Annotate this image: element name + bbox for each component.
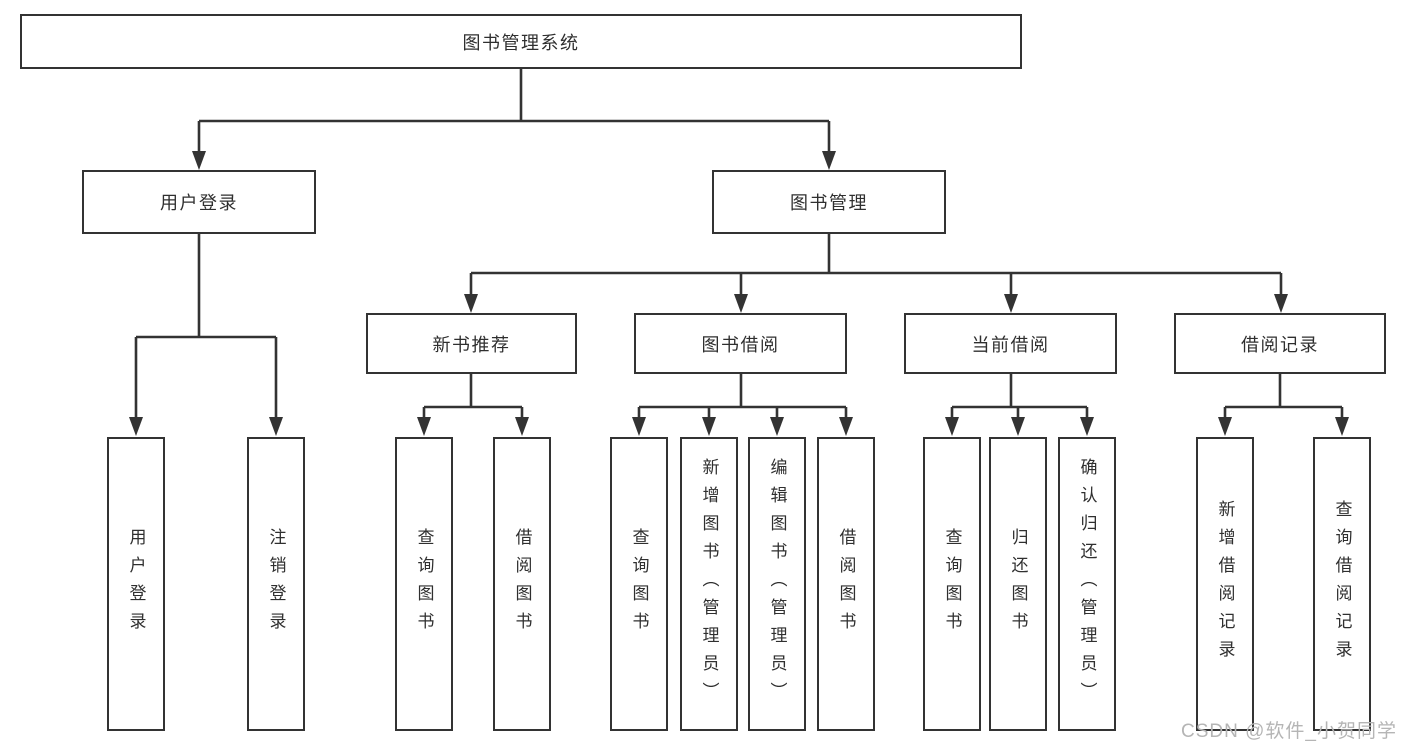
leaf-add-borrow-record: 新增借阅记录	[1196, 437, 1254, 731]
arrowhead	[945, 417, 959, 436]
leaf-query-books-borrow-label: 查询图书	[629, 528, 649, 640]
leaf-query-books-borrow: 查询图书	[610, 437, 668, 731]
arrowhead	[515, 417, 529, 436]
leaf-query-books-rec: 查询图书	[395, 437, 453, 731]
node-borrow-records-label: 借阅记录	[1241, 334, 1319, 355]
leaf-add-borrow-record-label: 新增借阅记录	[1215, 500, 1235, 668]
node-user-login: 用户登录	[82, 170, 316, 234]
leaf-user-login-label: 用户登录	[126, 528, 146, 640]
connector-root	[197, 69, 831, 153]
node-borrow-records: 借阅记录	[1174, 313, 1386, 374]
leaf-return-books-label: 归还图书	[1008, 528, 1028, 640]
leaf-logout: 注销登录	[247, 437, 305, 731]
leaf-query-borrow-record-label: 查询借阅记录	[1332, 500, 1352, 668]
arrowhead	[734, 294, 748, 313]
leaf-return-books: 归还图书	[989, 437, 1047, 731]
arrowhead	[1004, 294, 1018, 313]
leaf-borrow-books-label: 借阅图书	[836, 528, 856, 640]
node-book-borrow-label: 图书借阅	[701, 334, 780, 355]
arrowhead	[1335, 417, 1349, 436]
node-current-borrow: 当前借阅	[904, 313, 1117, 374]
node-root-label: 图书管理系统	[462, 32, 580, 53]
leaf-confirm-return: 确认归还（管理员）	[1058, 437, 1116, 731]
node-user-login-label: 用户登录	[160, 193, 238, 213]
arrowhead	[1274, 294, 1288, 313]
connector-book-mgmt	[469, 234, 1283, 296]
arrowhead	[129, 417, 143, 436]
arrowhead	[839, 417, 853, 436]
arrowhead	[269, 417, 283, 436]
leaf-edit-books: 编辑图书（管理员）	[748, 437, 806, 731]
node-new-book-rec: 新书推荐	[366, 313, 577, 374]
leaf-query-borrow-record: 查询借阅记录	[1313, 437, 1371, 731]
leaf-query-books-rec-label: 查询图书	[414, 528, 434, 640]
leaf-borrow-books-rec: 借阅图书	[493, 437, 551, 731]
arrowhead	[192, 151, 206, 170]
arrowhead	[1011, 417, 1025, 436]
connector-borrow-records	[1223, 374, 1344, 419]
connector-new-book-rec	[422, 374, 524, 419]
connector-user-login	[134, 234, 278, 419]
arrowhead	[1218, 417, 1232, 436]
node-book-mgmt: 图书管理	[712, 170, 946, 234]
leaf-add-books-label: 新增图书（管理员）	[699, 458, 719, 710]
arrowhead	[632, 417, 646, 436]
leaf-borrow-books: 借阅图书	[817, 437, 875, 731]
leaf-user-login: 用户登录	[107, 437, 165, 731]
leaf-query-books-current: 查询图书	[923, 437, 981, 731]
arrowhead	[702, 417, 716, 436]
leaf-edit-books-label: 编辑图书（管理员）	[767, 458, 787, 710]
watermark: CSDN @软件_小贺同学	[1181, 721, 1397, 742]
node-current-borrow-label: 当前借阅	[971, 334, 1050, 355]
arrowhead	[770, 417, 784, 436]
leaf-logout-label: 注销登录	[266, 528, 286, 640]
arrowhead	[417, 417, 431, 436]
node-book-borrow: 图书借阅	[634, 313, 847, 374]
leaf-add-books: 新增图书（管理员）	[680, 437, 738, 731]
leaf-borrow-books-rec-label: 借阅图书	[512, 528, 532, 640]
leaf-query-books-current-label: 查询图书	[942, 528, 962, 640]
node-book-mgmt-label: 图书管理	[790, 193, 868, 213]
node-new-book-rec-label: 新书推荐	[432, 334, 511, 355]
connector-current-borrow	[950, 374, 1089, 419]
node-root: 图书管理系统	[20, 14, 1022, 69]
arrowhead	[1080, 417, 1094, 436]
connector-book-borrow	[637, 374, 848, 419]
arrowhead	[822, 151, 836, 170]
leaf-confirm-return-label: 确认归还（管理员）	[1077, 458, 1097, 710]
arrowhead	[464, 294, 478, 313]
